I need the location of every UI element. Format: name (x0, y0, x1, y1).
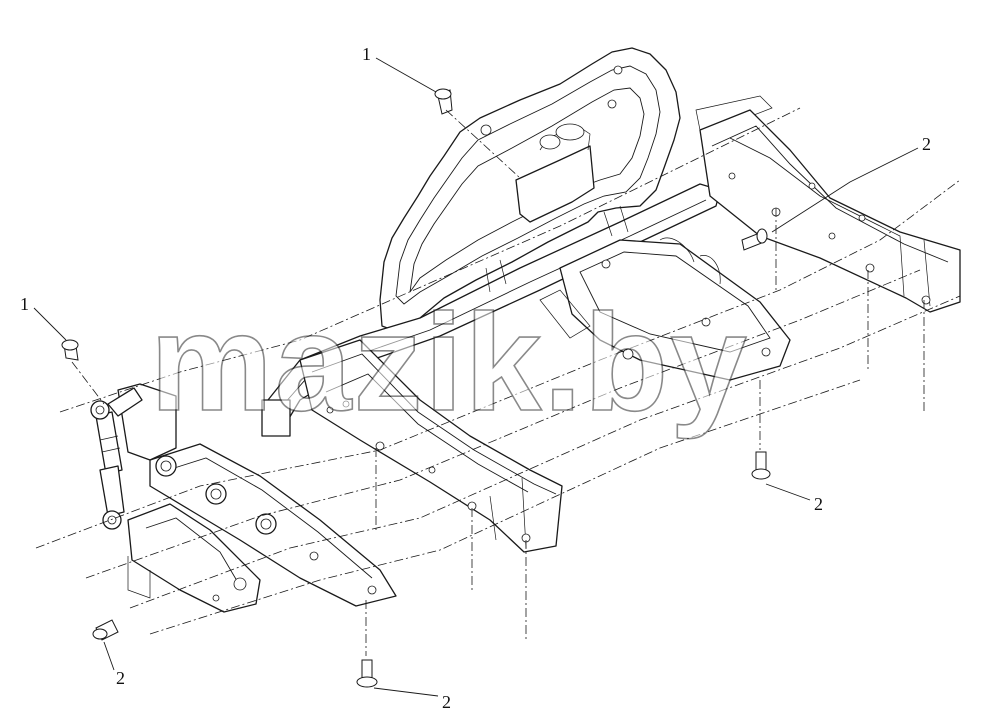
right-mount-plate (539, 237, 791, 381)
right-channel (699, 109, 961, 313)
watermark-text: mazik.by (150, 286, 749, 440)
bolt-2c-icon (92, 619, 119, 641)
callout-1-left: 1 (20, 294, 29, 314)
leader-lines (33, 57, 919, 697)
bolt-1a-icon (434, 88, 453, 115)
callout-2-bottom-left: 2 (116, 668, 125, 688)
shock-absorber (90, 387, 143, 530)
left-channel (299, 339, 563, 553)
callout-1-top: 1 (362, 44, 371, 64)
bolt-2a-icon (741, 228, 768, 251)
bolt-1b-icon (61, 339, 79, 361)
bolt-2b-icon (751, 451, 771, 480)
bolt-2d-icon (356, 659, 378, 688)
callout-2-right: 2 (814, 494, 823, 514)
callout-2-top-right: 2 (922, 134, 931, 154)
callout-2-bottom: 2 (442, 692, 451, 712)
left-mount-plate (149, 443, 397, 607)
arch-frame (379, 47, 681, 333)
assembly-lines (35, 107, 961, 656)
